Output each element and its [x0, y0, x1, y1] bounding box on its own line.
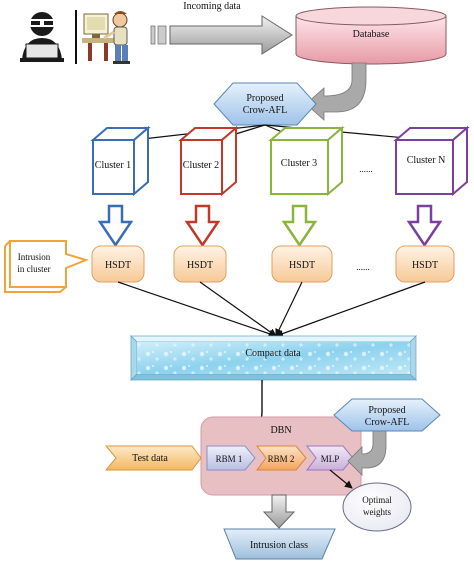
database-label: Database [353, 29, 390, 40]
crow-afl-bottom-line1: Proposed [368, 405, 405, 416]
intrusion-cluster-line2: in cluster [17, 264, 50, 274]
intrusion-class-box [223, 528, 336, 560]
cluster-2-cube [178, 125, 239, 197]
crow-afl-bottom-hexagon [333, 398, 441, 432]
crow-to-mlp-arrow [347, 430, 387, 476]
cluster-2-down-arrow [184, 204, 221, 248]
hsdt-label-n: HSDT [412, 260, 438, 271]
test-data-arrow [104, 445, 202, 471]
hsdt-label-3: HSDT [289, 260, 315, 271]
crow-afl-top-line1: Proposed [246, 93, 283, 104]
rbm1-label: RBM 1 [216, 454, 243, 464]
cluster-n-down-arrow [406, 204, 443, 248]
cluster-1-label: Cluster 1 [95, 160, 131, 171]
rbm2-box [256, 445, 307, 471]
hsdt-to-compact-lines [117, 281, 426, 338]
crow-afl-top-hexagon [213, 82, 317, 126]
dbn-to-class-arrow [262, 494, 296, 529]
dbn-label: DBN [270, 425, 291, 436]
intrusion-cluster-line1: Intrusion [18, 252, 51, 262]
crow-afl-top-line2: Crow-AFL [243, 105, 287, 116]
compact-data-bar [130, 335, 417, 381]
rbm2-label: RBM 2 [268, 454, 295, 464]
cluster-3-label: Cluster 3 [281, 158, 317, 169]
mlp-box [306, 445, 354, 471]
optimal-weights-line1: Optimal [362, 495, 392, 505]
optimal-weights-line2: weights [363, 507, 391, 517]
incoming-data-arrow [150, 15, 293, 55]
cluster-3-down-arrow [281, 204, 318, 248]
database-cylinder [295, 6, 447, 65]
cluster-3-cube [268, 125, 345, 197]
optimal-weights-oval [342, 482, 412, 532]
compact-data-label: Compact data [245, 348, 301, 359]
test-data-label: Test data [132, 453, 168, 464]
intrusion-class-label: Intrusion class [250, 540, 308, 551]
hsdt-label-2: HSDT [187, 260, 213, 271]
rbm1-box [206, 445, 256, 471]
user-computer-icon [82, 11, 130, 64]
cluster-ellipsis: ...... [359, 164, 373, 174]
cluster-n-cube [393, 125, 470, 197]
database-to-crow-arrow [305, 62, 367, 121]
cluster-n-label: Cluster N [407, 155, 446, 166]
hacker-icon [18, 10, 66, 64]
cluster-1-cube [90, 125, 151, 197]
cluster-1-down-arrow [97, 204, 134, 248]
mlp-to-weights-arrow [329, 469, 353, 489]
cluster-2-label: Cluster 2 [183, 160, 219, 171]
intrusion-cluster-callout [4, 240, 90, 293]
crow-afl-bottom-line2: Crow-AFL [365, 417, 409, 428]
incoming-data-label: Incoming data [183, 1, 241, 12]
hsdt-ellipsis: ...... [356, 262, 370, 272]
mlp-label: MLP [321, 454, 340, 464]
hsdt-label-1: HSDT [105, 260, 131, 271]
